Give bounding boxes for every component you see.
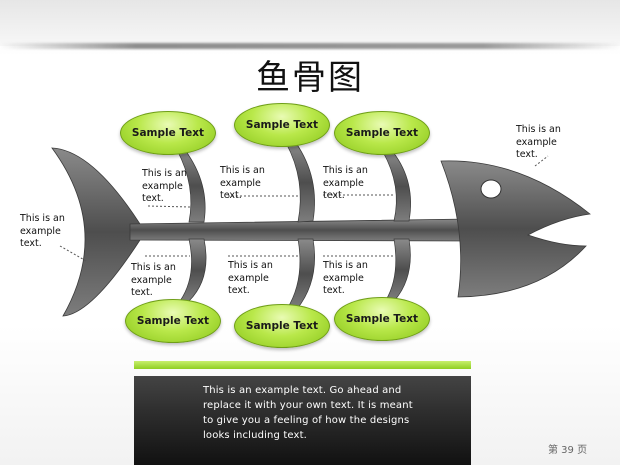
rib-upper-right — [382, 151, 411, 222]
page-number: 第 39 页 — [548, 445, 588, 456]
header-divider — [0, 43, 620, 49]
guide-head — [534, 155, 549, 167]
rib-lower-right — [385, 238, 411, 301]
page-title: 鱼骨图 — [256, 58, 364, 98]
rib-lower-left — [179, 238, 207, 302]
node-top-center[interactable]: Sample Text — [234, 103, 330, 147]
fish-tail — [51, 147, 141, 317]
label-upper-center: This is an example text. — [220, 165, 265, 201]
panel-accent-bar — [134, 361, 471, 369]
label-tail: This is an example text. — [20, 213, 65, 249]
node-bottom-right[interactable]: Sample Text — [334, 297, 430, 341]
node-top-right[interactable]: Sample Text — [334, 111, 430, 155]
label-lower-center: This is an example text. — [228, 260, 273, 296]
label-lower-left: This is an example text. — [131, 262, 176, 298]
header-band — [0, 0, 620, 46]
label-lower-right: This is an example text. — [323, 260, 368, 296]
fish-head — [440, 160, 591, 298]
label-upper-left: This is an example text. — [142, 168, 187, 204]
guide-tail — [59, 245, 89, 263]
rib-upper-center — [285, 142, 315, 223]
label-upper-right: This is an example text. — [323, 165, 368, 201]
label-head: This is an example text. — [516, 124, 561, 160]
rib-upper-left — [176, 149, 206, 223]
guide-upper-left — [147, 205, 191, 208]
node-bottom-left[interactable]: Sample Text — [125, 299, 221, 343]
node-top-left[interactable]: Sample Text — [120, 111, 216, 155]
text-panel — [134, 376, 471, 465]
panel-body-text: This is an example text. Go ahead and re… — [203, 385, 413, 441]
node-bottom-center[interactable]: Sample Text — [234, 304, 330, 348]
fish-spine — [129, 218, 471, 242]
fish-eye — [480, 179, 502, 199]
